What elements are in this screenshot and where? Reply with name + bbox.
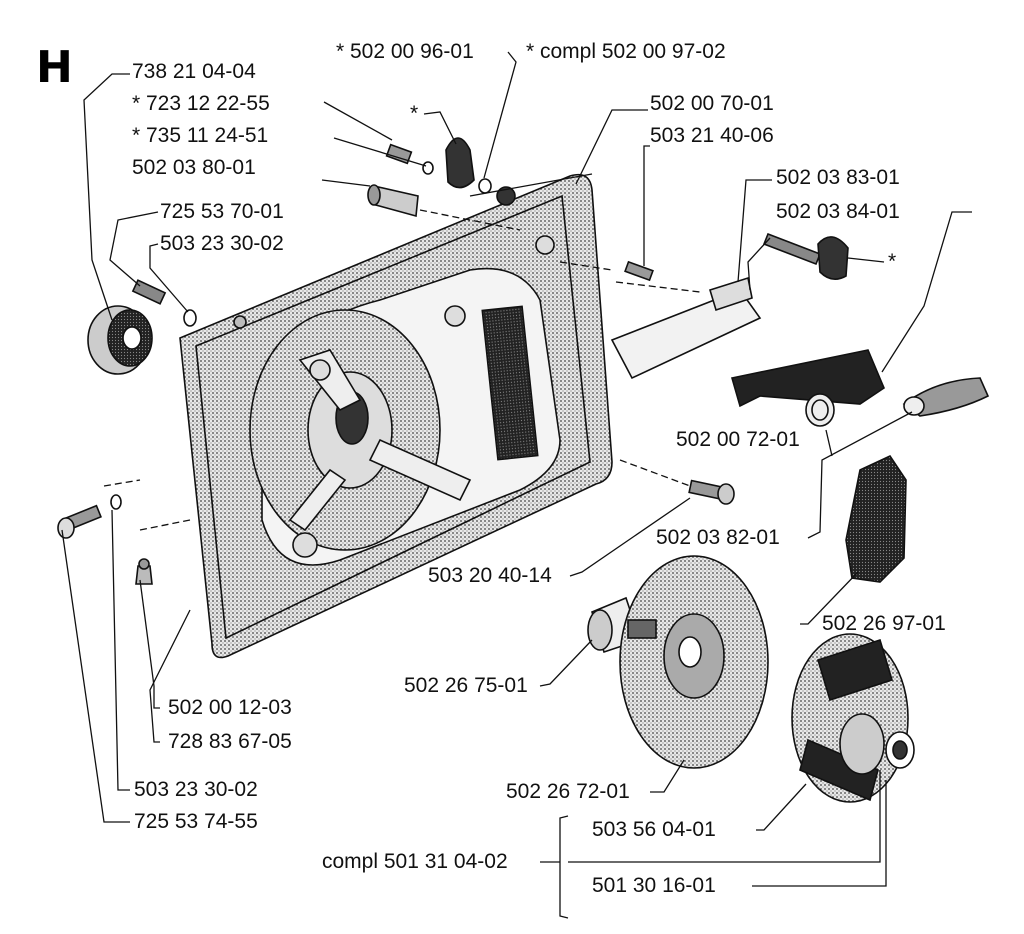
label-502-00-72-01: 502 00 72-01 (676, 428, 800, 451)
roller-bearing (87, 305, 153, 375)
label-503-56-04-01: 503 56 04-01 (592, 818, 716, 841)
label-502-03-82-01: 502 03 82-01 (656, 526, 780, 549)
clutch-cover-plate (179, 173, 613, 659)
label-501-30-16-01: 501 30 16-01 (592, 874, 716, 897)
label-502-00-12-03: 502 00 12-03 (168, 696, 292, 719)
label-728-83-67-05: 728 83 67-05 (168, 730, 292, 753)
label-723-12-22-55: * 723 12 22-55 (132, 92, 270, 115)
label-star-top: * (410, 102, 418, 125)
part-labels: 738 21 04-04 * 723 12 22-55 * 735 11 24-… (132, 40, 946, 897)
label-735-11-24-51: * 735 11 24-51 (132, 124, 268, 147)
label-503-21-40-06: 503 21 40-06 (650, 124, 774, 147)
label-502-26-97-01: 502 26 97-01 (822, 612, 946, 635)
adjuster-screw (762, 232, 849, 280)
section-letter: H (36, 42, 73, 93)
label-502-03-84-01: 502 03 84-01 (776, 200, 900, 223)
screen-502-26-97-01 (845, 454, 907, 583)
screw-725-53-70-01 (131, 279, 197, 327)
label-compl-502-00-97-02: * compl 502 00 97-02 (526, 40, 726, 63)
bolt-725-53-74-55 (57, 504, 102, 539)
label-star-right: * (888, 250, 896, 273)
label-725-53-74-55: 725 53 74-55 (134, 810, 258, 833)
label-compl-501-31-04-02: compl 501 31 04-02 (322, 850, 508, 873)
label-503-20-40-14: 503 20 40-14 (428, 564, 552, 587)
label-502-00-70-01: 502 00 70-01 (650, 92, 774, 115)
label-502-03-80-01: 502 03 80-01 (132, 156, 256, 179)
screw-503-20-40-14 (688, 479, 735, 505)
sleeve-502-03-80-01 (367, 184, 419, 218)
washer-503-23-30-02 (110, 494, 122, 510)
label-503-23-30-02-top: 503 23 30-02 (160, 232, 284, 255)
hook-502-03-82-01 (902, 377, 990, 417)
nipple-502-00-12-03 (135, 558, 153, 585)
label-725-53-70-01: 725 53 70-01 (160, 200, 284, 223)
leader-lines (61, 51, 972, 919)
bracket-502-03-83-01 (610, 276, 762, 380)
label-503-23-30-02-bottom: 503 23 30-02 (134, 778, 258, 801)
label-502-26-72-01: 502 26 72-01 (506, 780, 630, 803)
label-502-26-75-01: 502 26 75-01 (404, 674, 528, 697)
label-502-03-83-01: 502 03 83-01 (776, 166, 900, 189)
spring-lever-502-00-72-01 (730, 349, 885, 427)
screw-503-21-40-06 (624, 260, 654, 282)
label-738-21-04-04: 738 21 04-04 (132, 60, 256, 83)
label-502-00-96-01: * 502 00 96-01 (336, 40, 474, 63)
clutch-drum (587, 555, 769, 769)
clutch-assembly (791, 633, 915, 803)
